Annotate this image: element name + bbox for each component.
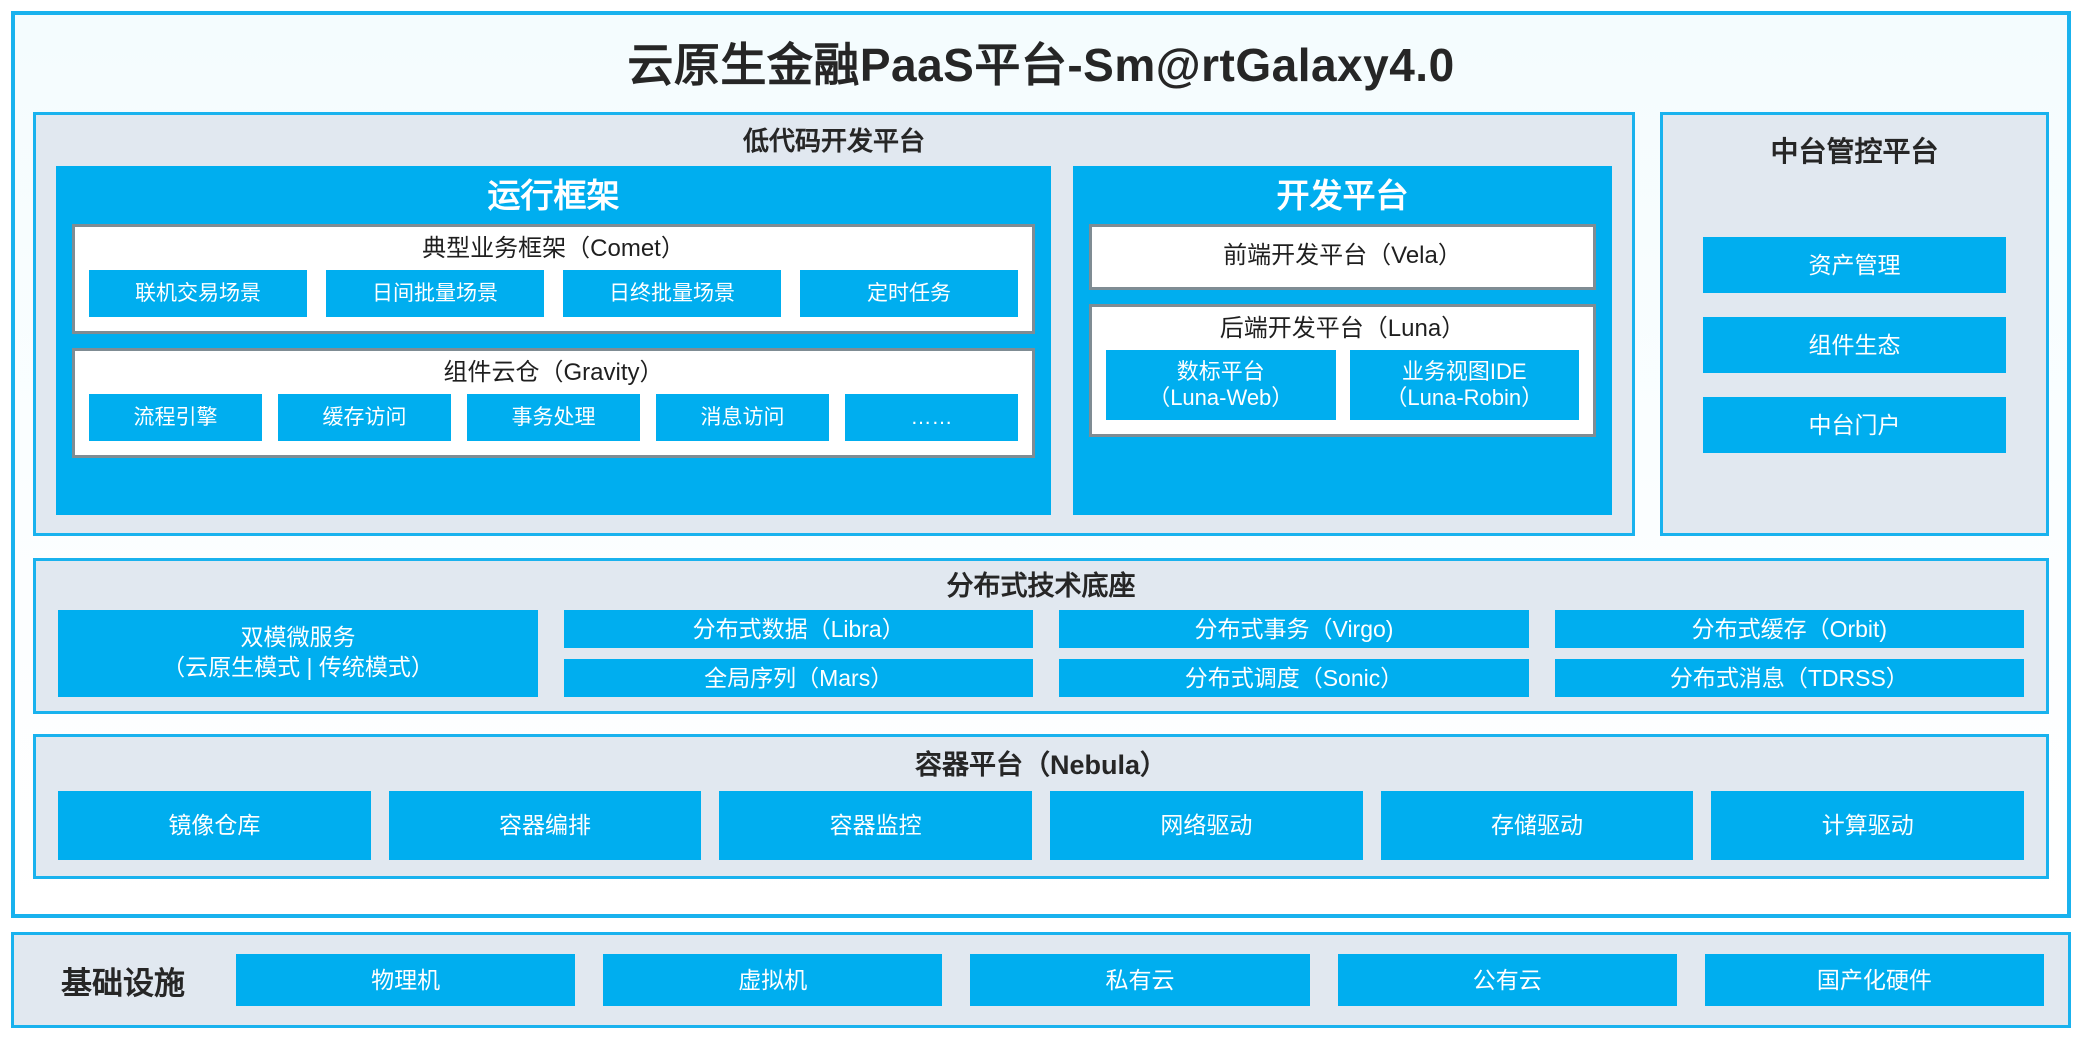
- container-item-orchestration[interactable]: 容器编排: [388, 790, 702, 860]
- foundation-col-1: 分布式数据（Libra） 全局序列（Mars）: [564, 609, 1034, 697]
- infrastructure-item-virtual[interactable]: 虚拟机: [603, 954, 943, 1006]
- lowcode-platform-body: 运行框架 典型业务框架（Comet） 联机交易场景 日间批量场景 日终批量场景 …: [36, 165, 1632, 533]
- midoffice-item-component[interactable]: 组件生态: [1703, 317, 2006, 374]
- development-platform-block: 开发平台 前端开发平台（Vela） 后端开发平台（Luna） 数标平台 （Lun…: [1073, 165, 1612, 515]
- page-title: 云原生金融PaaS平台-Sm@rtGalaxy4.0: [627, 39, 1455, 91]
- gravity-item[interactable]: 流程引擎: [89, 394, 262, 442]
- gravity-card: 组件云仓（Gravity） 流程引擎 缓存访问 事务处理 消息访问 ……: [72, 347, 1035, 459]
- infrastructure-item-domestic-hardware[interactable]: 国产化硬件: [1704, 954, 2045, 1006]
- luna-item-robin-name: 业务视图IDE: [1401, 359, 1527, 385]
- comet-title: 典型业务框架（Comet）: [422, 234, 685, 262]
- microservice-line2: （云原生模式 | 传统模式）: [162, 654, 434, 681]
- development-platform-title: 开发平台: [1276, 176, 1409, 214]
- container-item-storage-driver[interactable]: 存储驱动: [1380, 790, 1694, 860]
- infrastructure-item-physical[interactable]: 物理机: [236, 954, 576, 1006]
- foundation-item-sonic[interactable]: 分布式调度（Sonic）: [1059, 658, 1529, 697]
- infrastructure-item-private-cloud[interactable]: 私有云: [970, 954, 1310, 1006]
- foundation-col-microservice: 双模微服务 （云原生模式 | 传统模式）: [58, 609, 538, 697]
- luna-card: 后端开发平台（Luna） 数标平台 （Luna-Web） 业务视图IDE （Lu…: [1089, 303, 1596, 437]
- foundation-item-virgo[interactable]: 分布式事务（Virgo): [1059, 609, 1529, 648]
- comet-items: 联机交易场景 日间批量场景 日终批量场景 定时任务: [75, 269, 1032, 331]
- lowcode-platform-title: 低代码开发平台: [742, 126, 925, 156]
- gravity-item[interactable]: 缓存访问: [278, 394, 451, 442]
- comet-item[interactable]: 定时任务: [800, 269, 1018, 317]
- foundation-item-mars[interactable]: 全局序列（Mars）: [564, 658, 1034, 697]
- infrastructure-panel: 基础设施 物理机 虚拟机 私有云 公有云 国产化硬件: [11, 932, 2071, 1028]
- midoffice-item-portal[interactable]: 中台门户: [1703, 397, 2006, 454]
- lowcode-platform-panel: 低代码开发平台 运行框架 典型业务框架（Comet） 联机交易场景 日间批量场景…: [33, 112, 1635, 536]
- luna-item-web[interactable]: 数标平台 （Luna-Web）: [1106, 349, 1336, 420]
- foundation-item-tdrss[interactable]: 分布式消息（TDRSS）: [1554, 658, 2024, 697]
- luna-title: 后端开发平台（Luna）: [1219, 314, 1466, 342]
- infrastructure-item-public-cloud[interactable]: 公有云: [1337, 954, 1677, 1006]
- container-item-monitoring[interactable]: 容器监控: [719, 790, 1033, 860]
- container-platform-title: 容器平台（Nebula）: [914, 750, 1168, 780]
- midoffice-item-asset[interactable]: 资产管理: [1703, 237, 2006, 294]
- microservice-chip[interactable]: 双模微服务 （云原生模式 | 传统模式）: [58, 609, 538, 697]
- microservice-line1: 双模微服务: [240, 624, 356, 651]
- luna-item-web-name: 数标平台: [1176, 359, 1265, 385]
- midoffice-platform-panel: 中台管控平台 资产管理 组件生态 中台门户: [1660, 112, 2049, 536]
- luna-item-robin[interactable]: 业务视图IDE （Luna-Robin）: [1349, 349, 1579, 420]
- top-row: 低代码开发平台 运行框架 典型业务框架（Comet） 联机交易场景 日间批量场景…: [33, 112, 2049, 536]
- comet-item[interactable]: 日终批量场景: [563, 269, 781, 317]
- container-platform-panel: 容器平台（Nebula） 镜像仓库 容器编排 容器监控 网络驱动 存储驱动 计算…: [33, 734, 2049, 879]
- container-item-network-driver[interactable]: 网络驱动: [1050, 790, 1363, 860]
- gravity-title: 组件云仓（Gravity）: [443, 358, 664, 386]
- gravity-item-more[interactable]: ……: [845, 394, 1018, 442]
- container-item-compute-driver[interactable]: 计算驱动: [1711, 790, 2025, 860]
- comet-card: 典型业务框架（Comet） 联机交易场景 日间批量场景 日终批量场景 定时任务: [72, 223, 1035, 334]
- distributed-foundation-panel: 分布式技术底座 双模微服务 （云原生模式 | 传统模式） 分布式数据（Libra…: [33, 558, 2049, 714]
- midoffice-items: 资产管理 组件生态 中台门户: [1663, 168, 2046, 533]
- luna-item-robin-code: （Luna-Robin）: [1385, 384, 1544, 410]
- foundation-item-libra[interactable]: 分布式数据（Libra）: [564, 609, 1034, 648]
- luna-item-web-code: （Luna-Web）: [1148, 384, 1294, 410]
- container-item-registry[interactable]: 镜像仓库: [58, 790, 371, 860]
- gravity-item[interactable]: 消息访问: [656, 394, 829, 442]
- foundation-col-2: 分布式事务（Virgo) 分布式调度（Sonic）: [1059, 609, 1529, 697]
- distributed-foundation-body: 双模微服务 （云原生模式 | 传统模式） 分布式数据（Libra） 全局序列（M…: [36, 609, 2046, 711]
- luna-items: 数标平台 （Luna-Web） 业务视图IDE （Luna-Robin）: [1092, 349, 1593, 434]
- vela-card[interactable]: 前端开发平台（Vela）: [1089, 223, 1596, 290]
- container-platform-items: 镜像仓库 容器编排 容器监控 网络驱动 存储驱动 计算驱动: [36, 790, 2046, 876]
- foundation-col-3: 分布式缓存（Orbit) 分布式消息（TDRSS）: [1554, 609, 2024, 697]
- runtime-framework-title: 运行框架: [487, 176, 620, 214]
- midoffice-platform-title: 中台管控平台: [1770, 136, 1939, 167]
- runtime-framework-block: 运行框架 典型业务框架（Comet） 联机交易场景 日间批量场景 日终批量场景 …: [56, 165, 1051, 515]
- foundation-item-orbit[interactable]: 分布式缓存（Orbit): [1554, 609, 2024, 648]
- gravity-items: 流程引擎 缓存访问 事务处理 消息访问 ……: [75, 394, 1032, 455]
- platform-frame: 云原生金融PaaS平台-Sm@rtGalaxy4.0 低代码开发平台 运行框架 …: [11, 11, 2071, 918]
- comet-item[interactable]: 日间批量场景: [326, 269, 544, 317]
- distributed-foundation-title: 分布式技术底座: [946, 571, 1136, 601]
- comet-item[interactable]: 联机交易场景: [89, 269, 307, 317]
- vela-label: 前端开发平台（Vela）: [1223, 242, 1462, 270]
- infrastructure-label: 基础设施: [61, 965, 185, 1001]
- gravity-item[interactable]: 事务处理: [467, 394, 640, 442]
